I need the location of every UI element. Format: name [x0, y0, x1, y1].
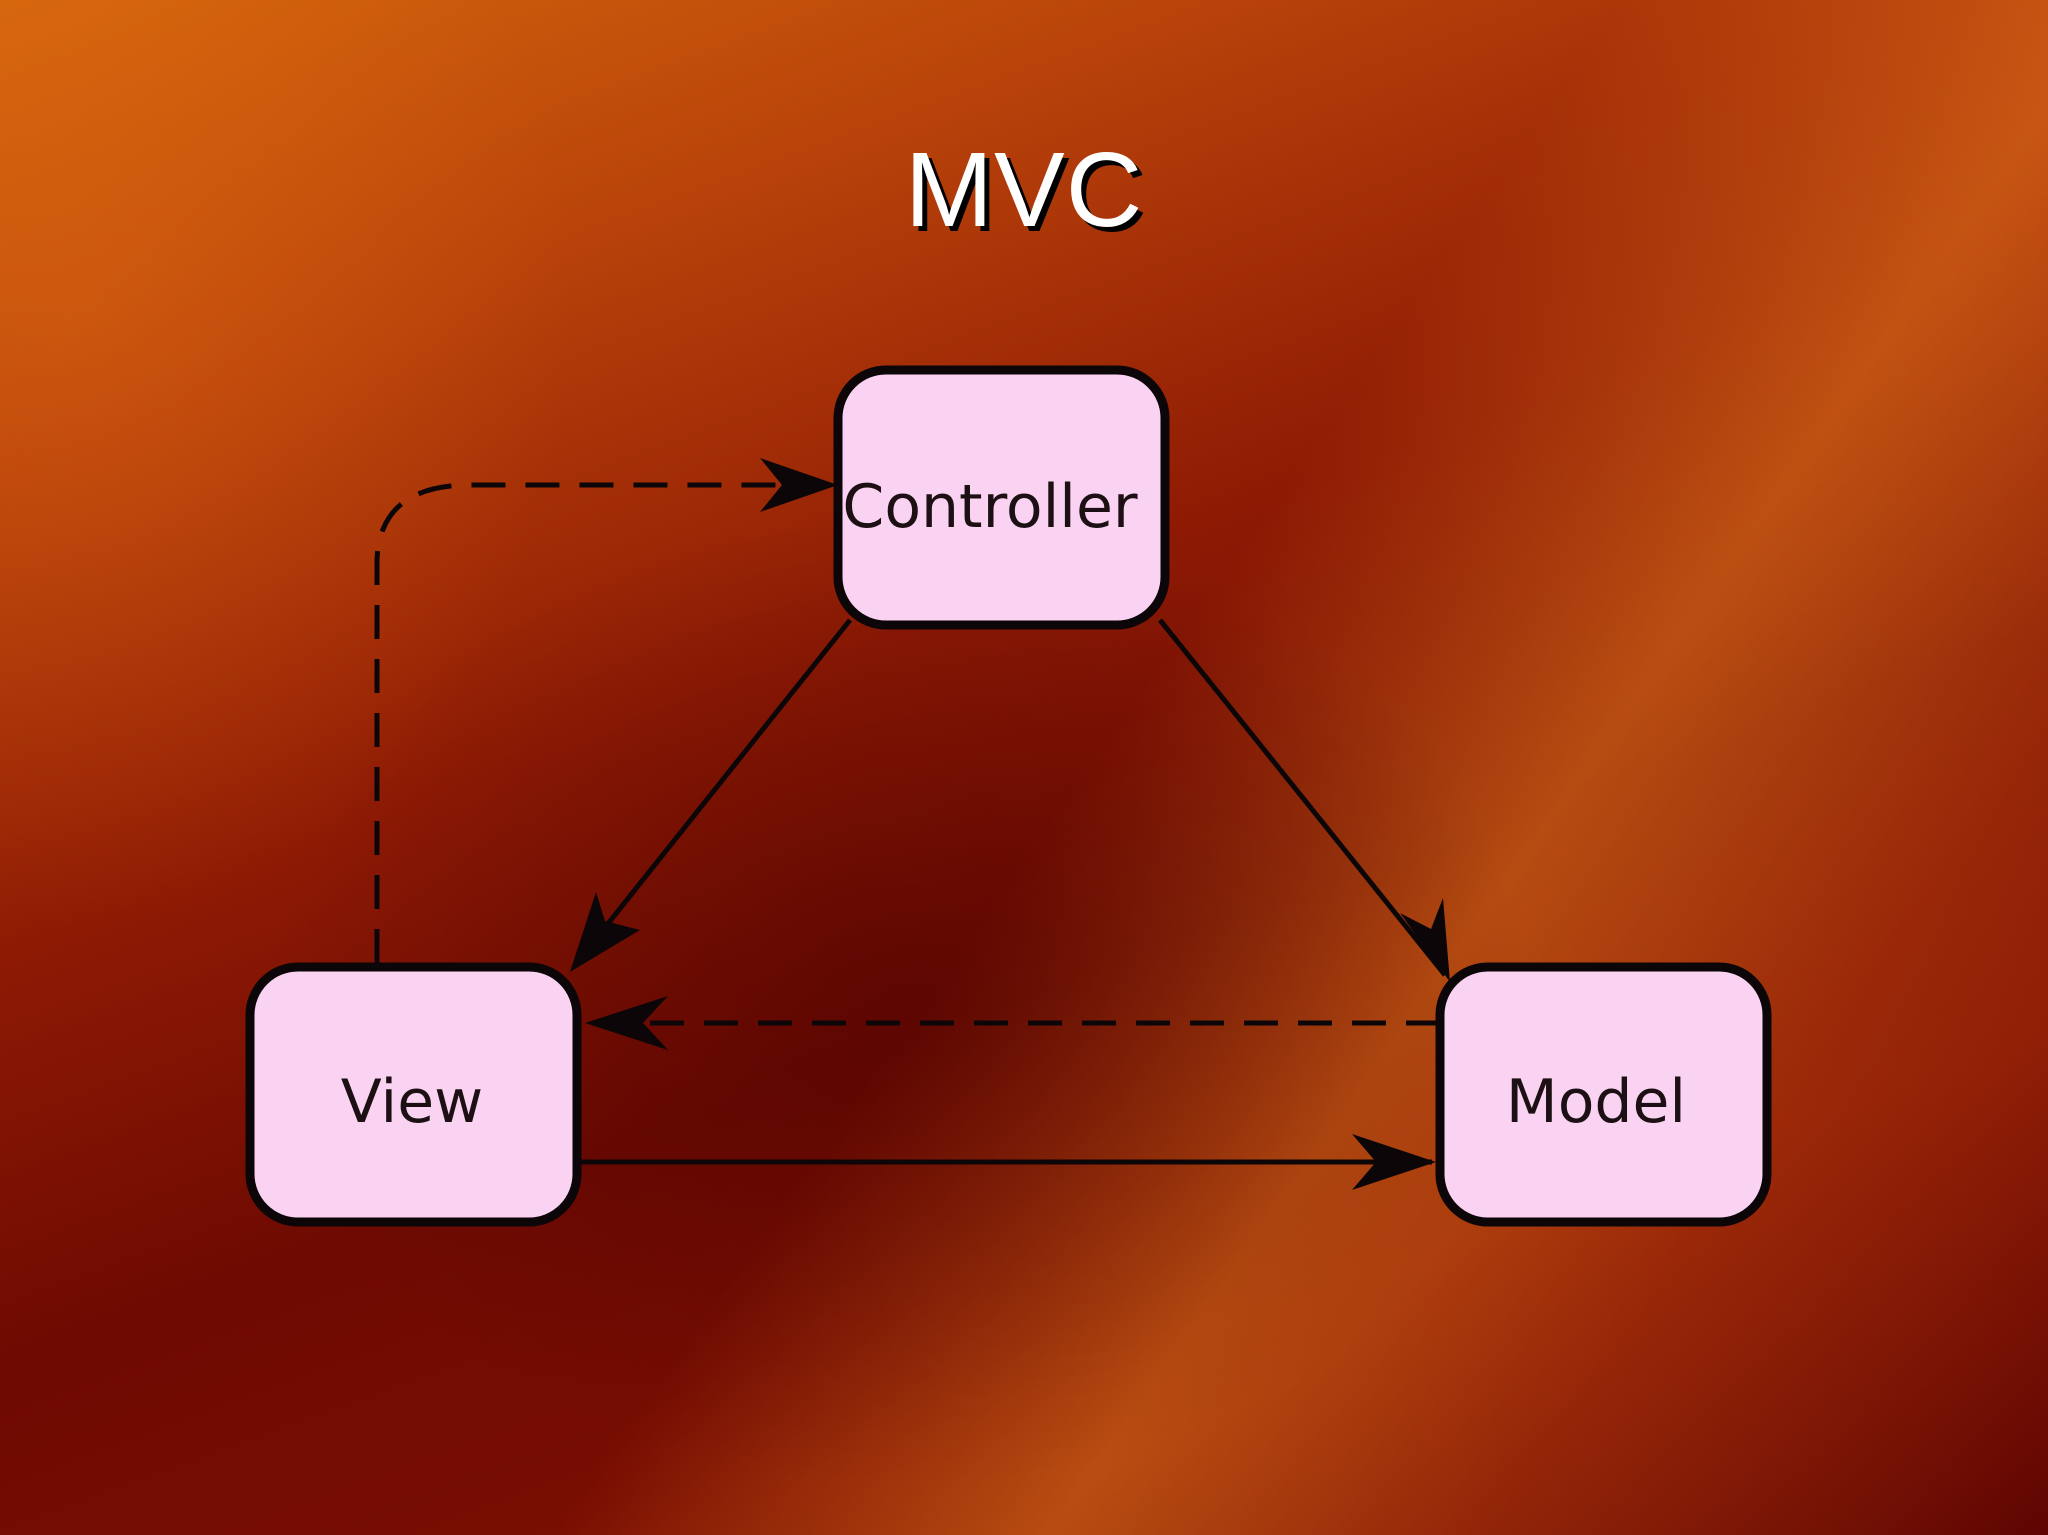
edge-controller-to-view: [573, 618, 852, 967]
arrowhead-to-controller: [760, 458, 838, 512]
node-model: Model: [1435, 962, 1772, 1227]
node-view: View: [245, 962, 582, 1227]
node-label-model: Model: [1506, 1067, 1686, 1137]
arrowhead-view-to-model: [1352, 1134, 1436, 1190]
node-controller: Controller: [833, 365, 1170, 630]
arrowhead-controller-to-model: [1400, 898, 1450, 982]
node-box: [833, 365, 1170, 630]
node-label-controller: Controller: [842, 472, 1137, 542]
arrowhead-controller-to-view: [570, 892, 640, 972]
arrowheads: [570, 458, 1450, 1190]
node-label-view: View: [341, 1067, 483, 1137]
edge-controller-to-model: [1158, 618, 1447, 977]
node-box: [245, 962, 582, 1227]
node-box: [1435, 962, 1772, 1227]
arrowhead-model-to-view: [585, 996, 668, 1050]
slide-title: MVC: [904, 131, 1144, 249]
edges: [374, 482, 1447, 1165]
